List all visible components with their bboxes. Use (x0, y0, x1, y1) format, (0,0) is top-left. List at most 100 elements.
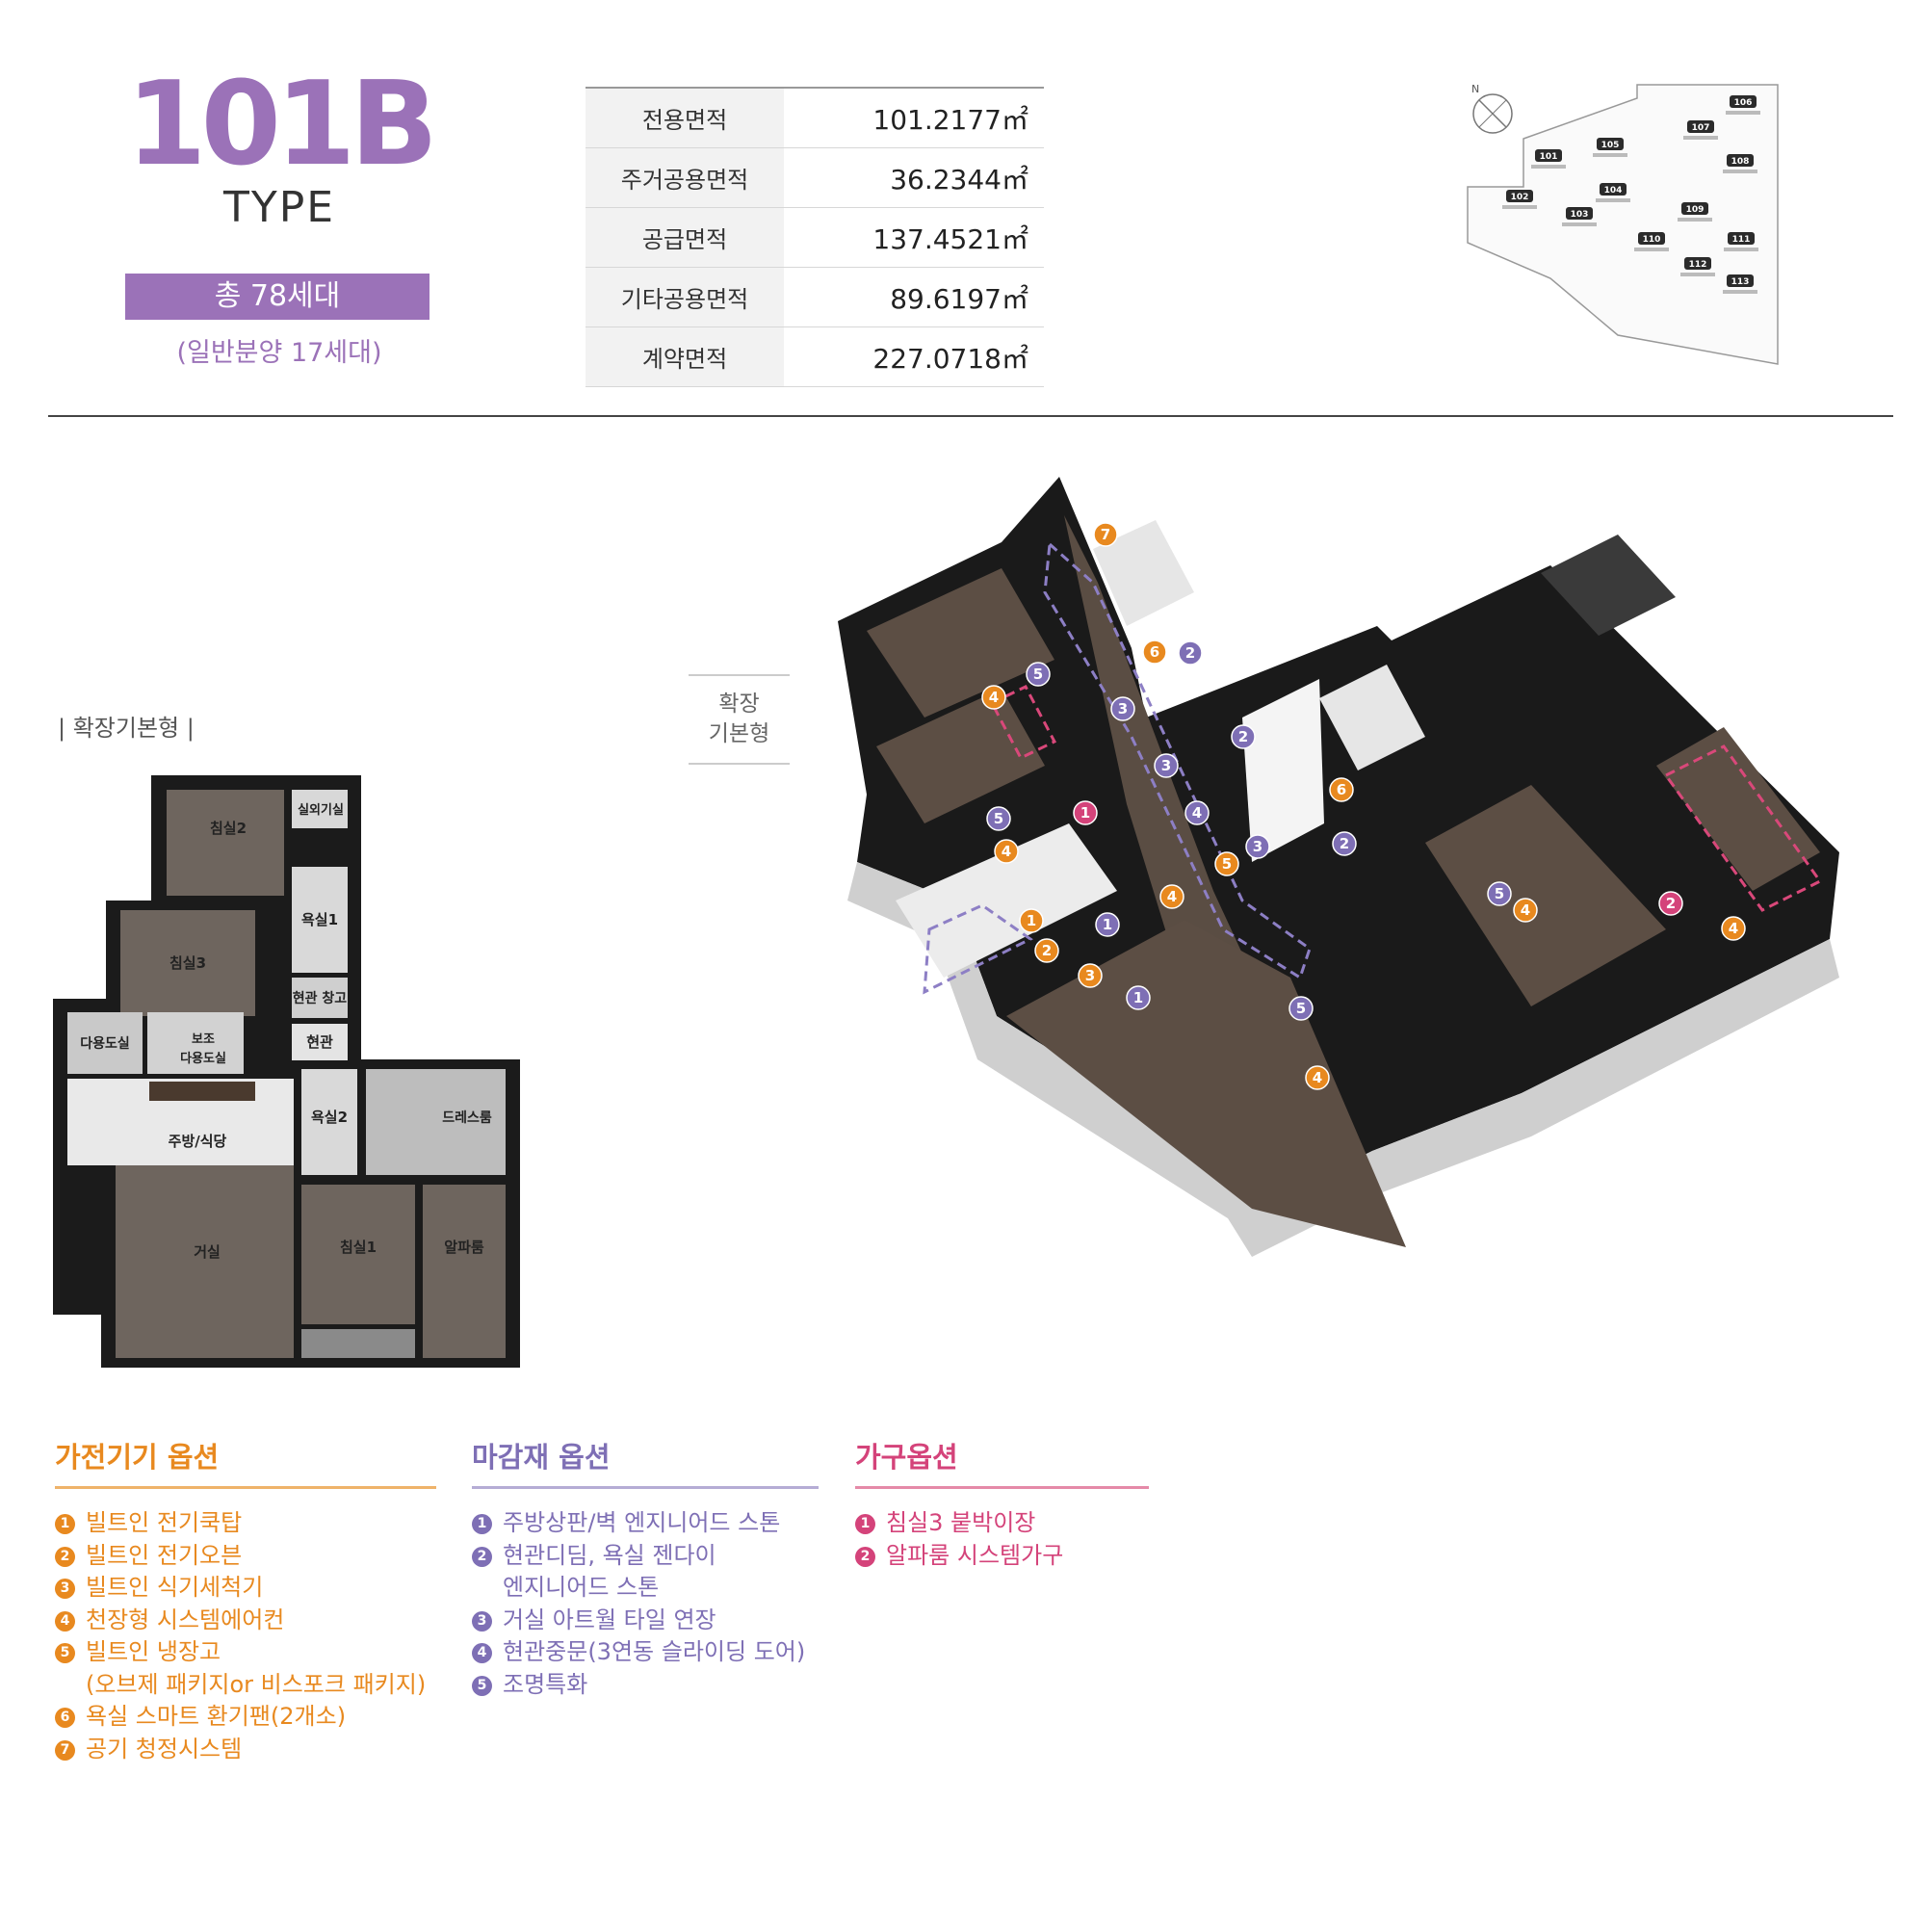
expanded-plan-label: 확장 기본형 (689, 674, 790, 766)
orange-option-marker: 4 (1159, 884, 1184, 909)
room-label: 다용도실 (80, 1036, 130, 1052)
room-label: 욕실2 (311, 1109, 348, 1126)
orange-option-marker: 4 (994, 839, 1019, 864)
orange-option-marker: 2 (1034, 938, 1059, 963)
furniture-options-rule (855, 1486, 1149, 1489)
room-entrance (292, 1024, 348, 1060)
marker-circle (1178, 640, 1203, 666)
marker-number: 2 (1185, 644, 1195, 662)
building-tag (1681, 202, 1708, 215)
option-text: 빌트인 식기세척기 (86, 1574, 264, 1601)
marker-number: 5 (1222, 855, 1232, 873)
building-footprint (1726, 111, 1760, 115)
building-number: 107 (1692, 123, 1710, 133)
option-text: 욕실 스마트 환기팬(2개소) (86, 1703, 347, 1730)
room-utility (67, 1012, 143, 1074)
building-footprint (1678, 218, 1712, 222)
room-label: 침실2 (210, 820, 247, 837)
room-label: 드레스룸 (442, 1110, 492, 1126)
iso-bath-right (1319, 665, 1425, 770)
iso-floor-living (1006, 920, 1406, 1247)
building-tag (1727, 154, 1754, 167)
option-number: 1 (855, 1514, 875, 1534)
marker-circle (1142, 640, 1167, 665)
building-number: 105 (1601, 141, 1620, 150)
marker-circle (1332, 831, 1357, 856)
building-footprint (1724, 248, 1758, 251)
marker-number: 2 (1238, 728, 1248, 745)
orange-option-marker: 6 (1142, 640, 1167, 665)
building-tag (1684, 257, 1711, 270)
marker-circle (1184, 800, 1210, 825)
marker-circle (1110, 696, 1135, 721)
building-tag (1728, 232, 1755, 245)
violet-option-marker: 5 (1026, 662, 1051, 687)
marker-number: 4 (1002, 843, 1011, 860)
area-value: 89.6197㎡ (890, 282, 1028, 315)
building-footprint (1634, 248, 1669, 251)
building-number: 109 (1686, 205, 1705, 215)
marker-circle (994, 839, 1019, 864)
marker-circle (1288, 996, 1314, 1021)
marker-number: 4 (1729, 920, 1738, 937)
site-building-108: 108 (1723, 154, 1757, 173)
total-units-badge: 총 78세대 (125, 274, 429, 320)
option-subtext: (오브제 패키지or 비스포크 패키지) (86, 1670, 427, 1698)
building-footprint (1680, 273, 1715, 276)
marker-circle (981, 685, 1006, 710)
option-number: 4 (55, 1610, 75, 1632)
marker-circle (1329, 777, 1354, 802)
room-bedroom3 (120, 910, 255, 1016)
building-number: 101 (1540, 152, 1558, 162)
finish-options-rule (472, 1486, 819, 1489)
room-label: 보조 (192, 1032, 215, 1047)
marker-number: 3 (1253, 838, 1262, 855)
marker-number: 1 (1027, 912, 1036, 929)
option-text: 조명특화 (503, 1670, 588, 1698)
marker-circle (1019, 908, 1044, 933)
violet-option-marker: 5 (1487, 881, 1512, 906)
iso-kitchen (896, 823, 1117, 978)
site-building-111: 111 (1724, 232, 1758, 251)
room-label: 현관 창고 (293, 990, 348, 1006)
orange-option-marker: 3 (1078, 963, 1103, 988)
room-label: 침실3 (169, 954, 206, 972)
option-number: 2 (855, 1546, 875, 1567)
violet-option-marker: 2 (1231, 724, 1256, 749)
room-bath2 (301, 1069, 357, 1175)
room-bedroom2 (167, 790, 284, 896)
floor-plan-2d: 침실2 실외기실 욕실1 침실3 현관 창고 현관 다용도실 보조 다용도실 주… (53, 775, 520, 1368)
orange-option-marker: 1 (1019, 908, 1044, 933)
compass-icon: N (1471, 83, 1513, 134)
pink-option-marker: 1 (1073, 800, 1098, 825)
option-text: 공기 청정시스템 (86, 1735, 243, 1762)
option-text: 빌트인 냉장고 (86, 1638, 221, 1665)
marker-number: 6 (1337, 781, 1346, 798)
building-number: 104 (1604, 186, 1623, 196)
building-number: 112 (1689, 260, 1707, 270)
pink-option-marker: 2 (1658, 891, 1683, 916)
marker-circle (1073, 800, 1098, 825)
zone-bedroom3-closet (989, 685, 1057, 760)
violet-option-marker: 3 (1245, 834, 1270, 859)
site-building-102: 102 (1502, 190, 1537, 209)
marker-circle (1126, 985, 1151, 1010)
option-subtext: 엔지니어드 스톤 (503, 1574, 660, 1601)
area-row: 기타공용면적 89.6197㎡ (586, 268, 1044, 327)
marker-circle (1026, 662, 1051, 687)
marker-circle (1231, 724, 1256, 749)
unit-type-word: TYPE (222, 183, 336, 232)
marker-number: 7 (1101, 526, 1110, 543)
marker-circle (1214, 851, 1239, 876)
balcony (301, 1329, 415, 1358)
marker-circle (1154, 753, 1179, 778)
building-number: 111 (1732, 235, 1751, 245)
divider (48, 415, 1893, 417)
